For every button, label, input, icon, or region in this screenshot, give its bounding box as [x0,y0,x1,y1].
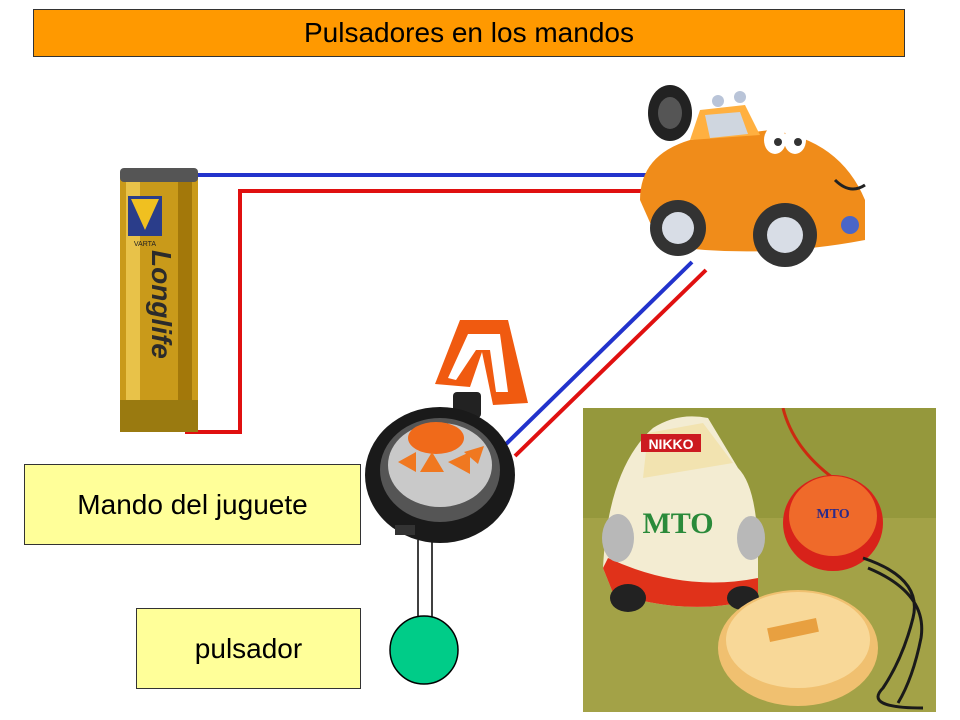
battery-car-red-wire [185,189,650,434]
toy-photo: NIKKO MTO MTO [583,408,936,712]
remote-control-image [365,320,528,543]
remote-car-red-wire [513,268,708,458]
photo-car-logo: MTO [642,507,713,540]
mando-label: Mando del juguete [24,464,361,545]
remote-car-blue-wire [503,260,694,447]
page-title-text: Pulsadores en los mandos [304,17,634,48]
toy-car-image [640,85,866,267]
photo-remote-logo: MTO [816,507,849,522]
mando-label-text: Mando del juguete [77,488,308,520]
battery-image: VARTA Longlife [120,168,198,432]
page-title: Pulsadores en los mandos [33,9,905,57]
photo-car-text: NIKKO [648,436,693,452]
pulsador-label: pulsador [136,608,361,689]
pulsador-button [389,615,459,685]
battery-brand: Longlife [146,250,177,359]
pulsador-label-text: pulsador [194,632,303,664]
wires [150,173,708,618]
battery-subtext: VARTA [134,241,157,248]
